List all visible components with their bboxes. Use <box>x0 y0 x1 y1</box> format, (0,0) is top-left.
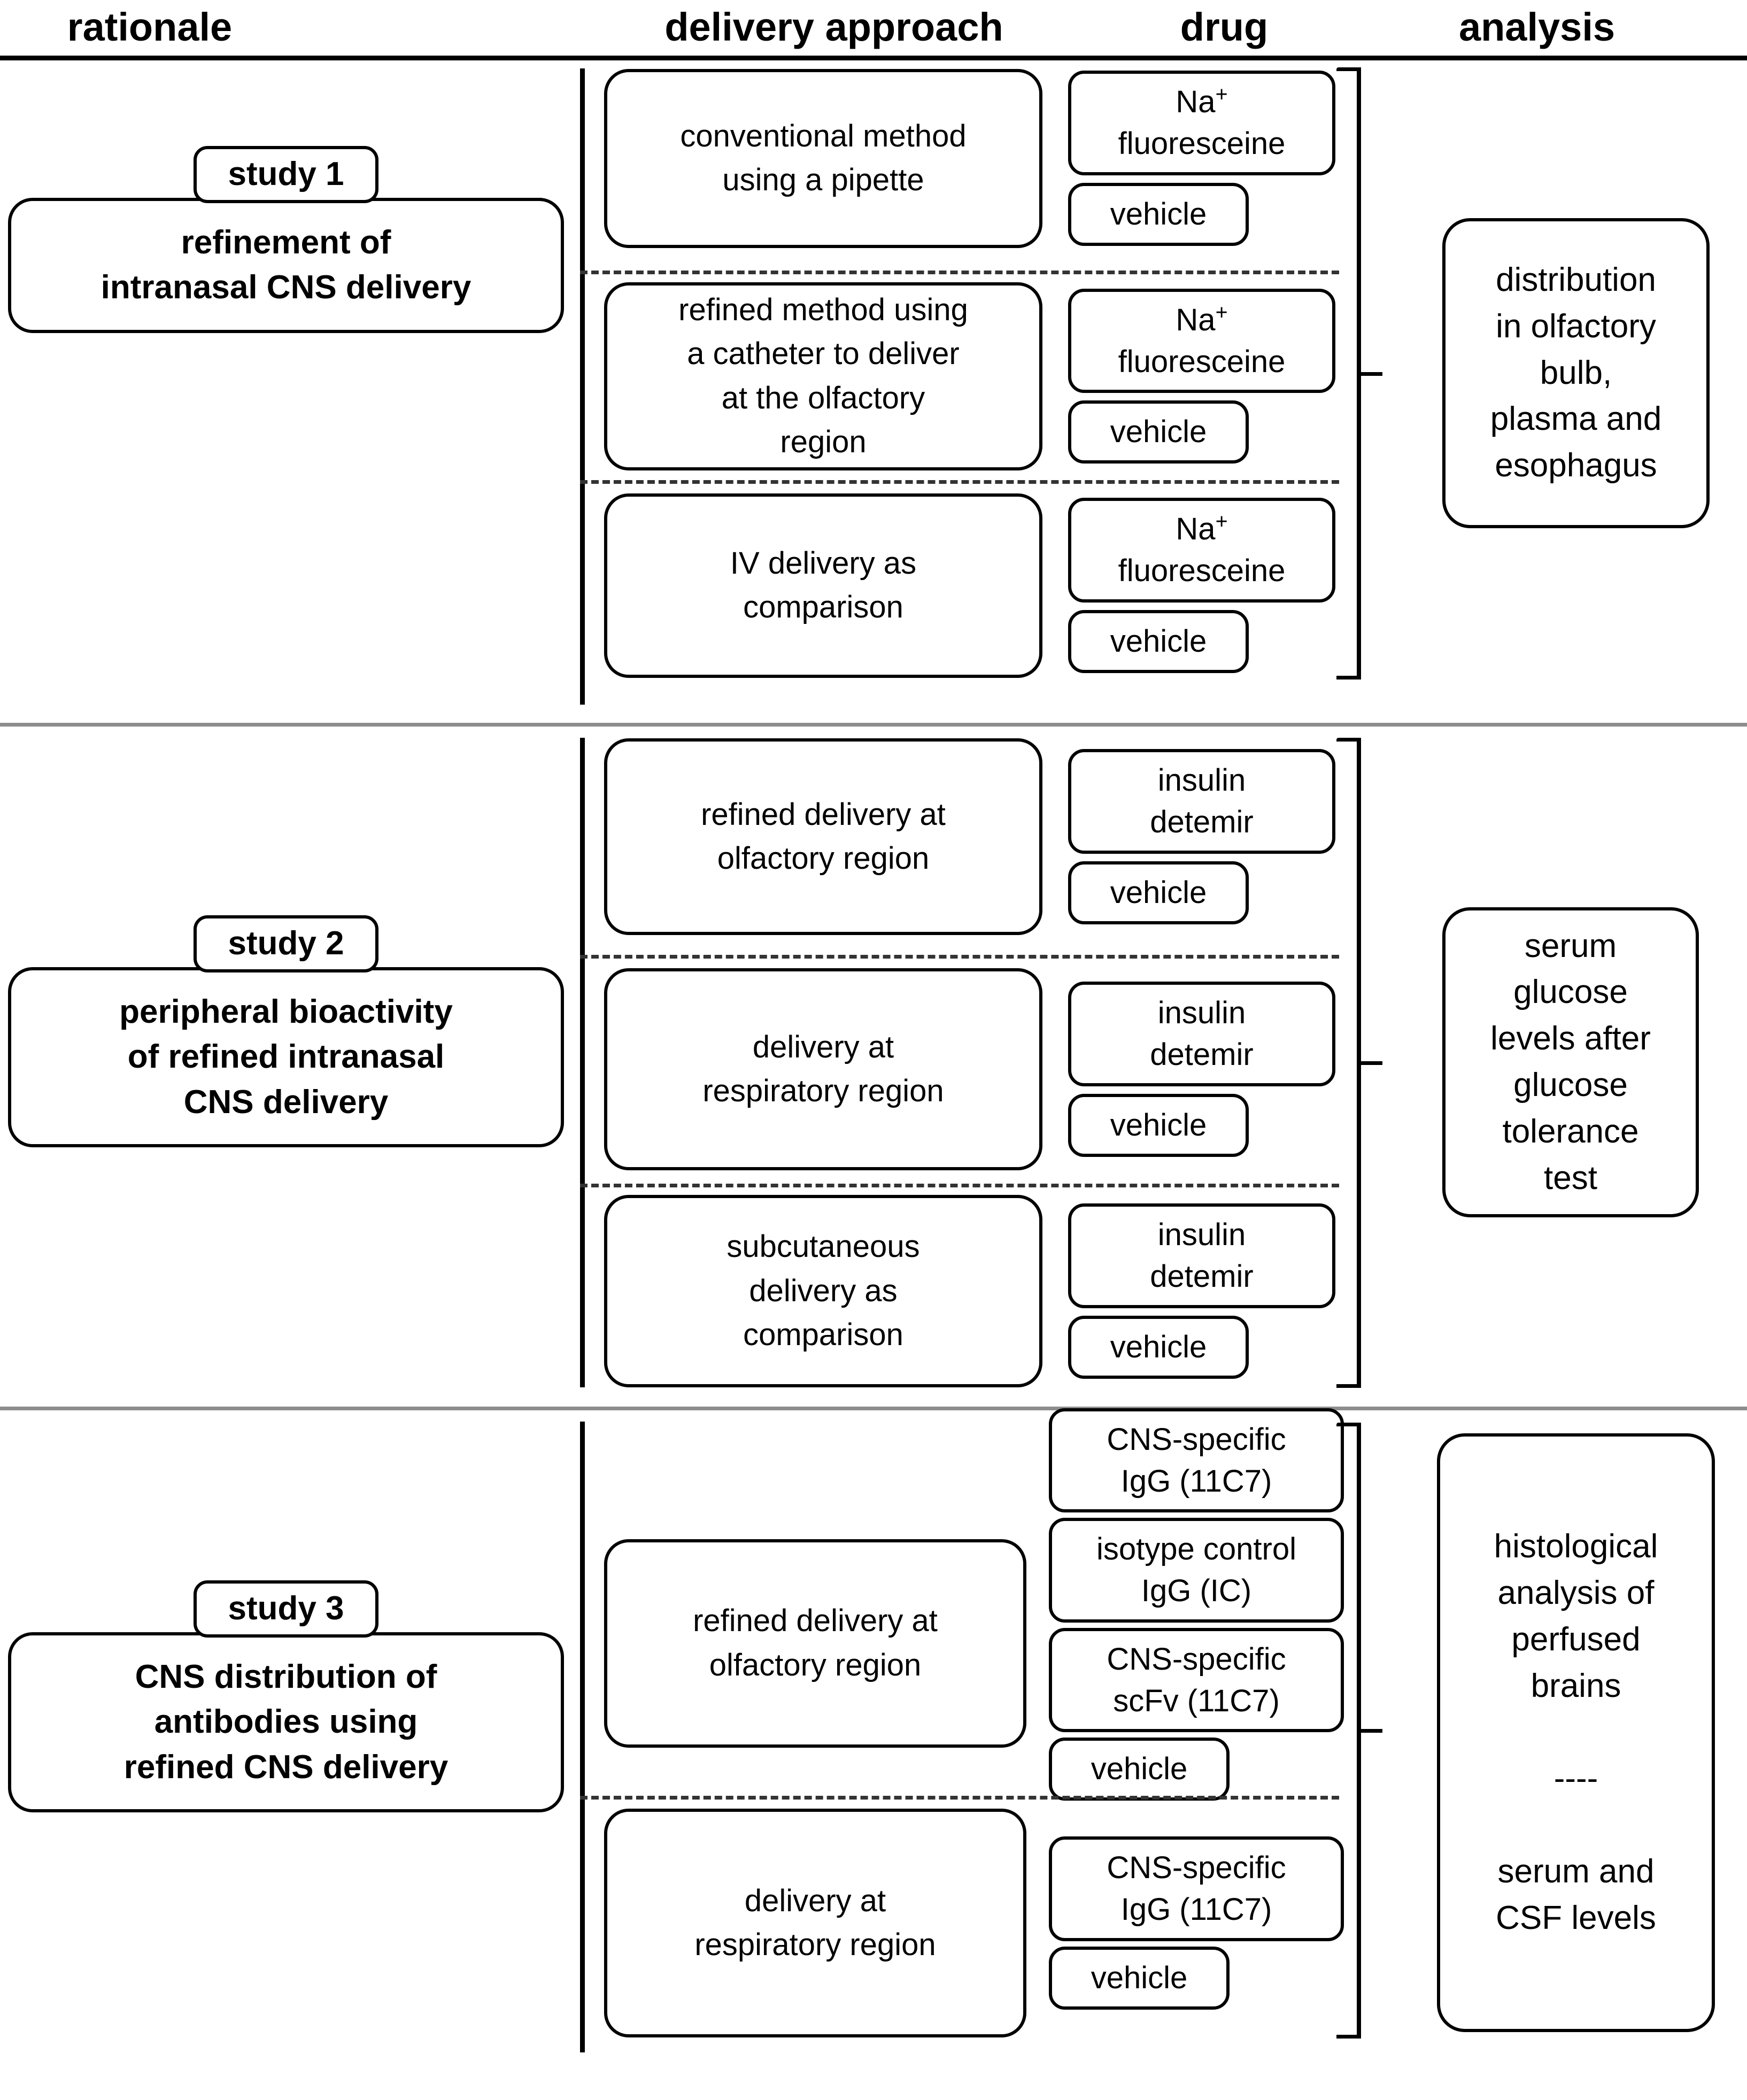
delivery-column-rule-2 <box>580 738 585 1387</box>
approach-row: delivery at respiratory region CNS-speci… <box>604 1808 1363 2039</box>
rationale-box-3: CNS distribution of antibodies using ref… <box>8 1632 564 1812</box>
analysis-box-1: distribution in olfactory bulb, plasma a… <box>1442 218 1710 528</box>
column-header-delivery-approach: delivery approach <box>664 5 1003 49</box>
section-divider-1 <box>0 721 1747 728</box>
column-header-row: rationale delivery approach drug analysi… <box>0 0 1747 60</box>
approach-box: delivery at respiratory region <box>604 968 1042 1170</box>
rows-column-1: conventional method using a pipette Na+f… <box>580 58 1382 721</box>
approach-box: refined delivery at olfactory region <box>604 738 1042 935</box>
rationale-box-1: refinement of intranasal CNS delivery <box>8 197 564 333</box>
analysis-box-3: histological analysis of perfused brains… <box>1437 1433 1715 2032</box>
drug-box: Na+fluoresceine <box>1068 71 1335 175</box>
rationale-box-2: peripheral bioactivity of refined intran… <box>8 967 564 1147</box>
row-divider-dashed <box>580 1796 1339 1800</box>
drug-box: insulin detemir <box>1068 1203 1335 1308</box>
approach-box: delivery at respiratory region <box>604 1809 1026 2037</box>
analysis-box-2: serum glucose levels after glucose toler… <box>1442 907 1699 1217</box>
analysis-column-2: serum glucose levels after glucose toler… <box>1410 728 1747 1404</box>
approach-row: IV delivery as comparison Na+fluorescein… <box>604 492 1363 679</box>
approach-box: conventional method using a pipette <box>604 68 1042 248</box>
drug-stack: Na+fluoresceine vehicle <box>1068 69 1335 248</box>
analysis-brace-2 <box>1336 738 1382 1388</box>
approach-row: subcutaneous delivery as comparison insu… <box>604 1194 1363 1388</box>
rows-column-3: refined delivery at olfactory region CNS… <box>580 1408 1382 2059</box>
approach-row: refined method using a catheter to deliv… <box>604 281 1363 471</box>
study-badge-2: study 2 <box>194 915 378 972</box>
rationale-column-1: study 1 refinement of intranasal CNS del… <box>0 58 572 721</box>
drug-box: vehicle <box>1068 1093 1249 1157</box>
drug-box: Na+fluoresceine <box>1068 498 1335 603</box>
study-section-1: study 1 refinement of intranasal CNS del… <box>0 58 1747 721</box>
drug-stack: insulin detemir vehicle <box>1068 1195 1335 1387</box>
study-section-3: study 3 CNS distribution of antibodies u… <box>0 1408 1747 2059</box>
drug-box: vehicle <box>1049 1738 1230 1801</box>
approach-box: refined delivery at olfactory region <box>604 1539 1026 1748</box>
drug-box: vehicle <box>1068 861 1249 924</box>
approach-box: IV delivery as comparison <box>604 493 1042 678</box>
analysis-brace-3 <box>1336 1423 1382 2039</box>
drug-box: vehicle <box>1068 609 1249 673</box>
header-rule <box>0 56 1747 60</box>
drug-box: isotype control IgG (IC) <box>1049 1518 1344 1623</box>
column-header-analysis: analysis <box>1458 5 1615 49</box>
analysis-column-1: distribution in olfactory bulb, plasma a… <box>1410 58 1747 721</box>
drug-stack: CNS-specific IgG (11C7) isotype control … <box>1049 1408 1344 1801</box>
drug-box: CNS-specific scFv (11C7) <box>1049 1627 1344 1733</box>
study-section-2: study 2 peripheral bioactivity of refine… <box>0 728 1747 1404</box>
analysis-brace-1 <box>1336 67 1382 680</box>
column-header-drug: drug <box>1180 5 1269 49</box>
approach-row: delivery at respiratory region insulin d… <box>604 968 1363 1171</box>
drug-box: vehicle <box>1049 1946 1230 2010</box>
rationale-column-2: study 2 peripheral bioactivity of refine… <box>0 728 572 1404</box>
study-badge-3: study 3 <box>194 1580 378 1638</box>
approach-row: refined delivery at olfactory region ins… <box>604 738 1363 936</box>
approach-box: subcutaneous delivery as comparison <box>604 1195 1042 1387</box>
approach-box: refined method using a catheter to deliv… <box>604 282 1042 470</box>
row-divider-dashed <box>580 955 1339 959</box>
column-header-rationale: rationale <box>67 5 233 49</box>
row-divider-dashed <box>580 271 1339 274</box>
drug-box: Na+fluoresceine <box>1068 288 1335 393</box>
section-divider-2 <box>0 1404 1747 1412</box>
drug-stack: CNS-specific IgG (11C7) vehicle <box>1049 1809 1344 2037</box>
approach-row: refined delivery at olfactory region CNS… <box>604 1408 1363 1801</box>
rationale-column-3: study 3 CNS distribution of antibodies u… <box>0 1412 572 2059</box>
delivery-column-rule-1 <box>580 68 585 705</box>
row-divider-dashed <box>580 1184 1339 1187</box>
drug-stack: insulin detemir vehicle <box>1068 968 1335 1170</box>
drug-box: vehicle <box>1068 182 1249 246</box>
drug-box: CNS-specific IgG (11C7) <box>1049 1408 1344 1513</box>
drug-stack: Na+fluoresceine vehicle <box>1068 282 1335 470</box>
drug-stack: insulin detemir vehicle <box>1068 738 1335 935</box>
analysis-column-3: histological analysis of perfused brains… <box>1410 1412 1747 2059</box>
study-badge-1: study 1 <box>194 146 378 203</box>
rows-column-2: refined delivery at olfactory region ins… <box>580 728 1382 1404</box>
row-divider-dashed <box>580 480 1339 484</box>
drug-stack: Na+fluoresceine vehicle <box>1068 493 1335 678</box>
drug-box: vehicle <box>1068 400 1249 464</box>
delivery-column-rule-3 <box>580 1422 585 2052</box>
drug-box: vehicle <box>1068 1315 1249 1379</box>
drug-box: insulin detemir <box>1068 982 1335 1086</box>
drug-box: CNS-specific IgG (11C7) <box>1049 1836 1344 1941</box>
drug-box: insulin detemir <box>1068 749 1335 854</box>
approach-row: conventional method using a pipette Na+f… <box>604 67 1363 249</box>
